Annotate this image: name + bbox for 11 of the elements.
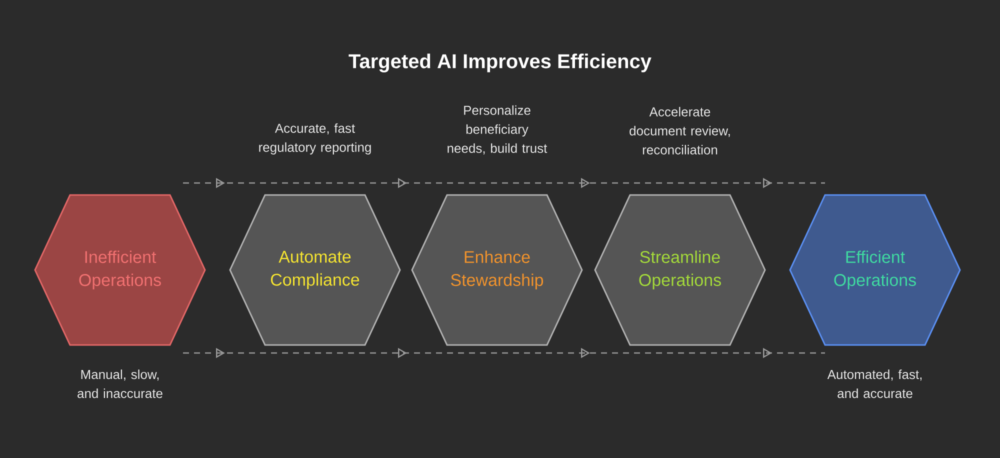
title: Targeted AI Improves Efficiency bbox=[348, 54, 652, 72]
hexagon: Inefficient Operations bbox=[34, 194, 206, 346]
annotation: Accurate, fast regulatory reporting bbox=[259, 123, 371, 154]
annotation: Accelerate document review, reconciliation bbox=[630, 106, 730, 154]
hexagon: Enhance Stewardship bbox=[411, 194, 583, 346]
hexagon: Automate Compliance bbox=[229, 194, 401, 346]
annotation: Personalize beneficiary needs, build trust bbox=[448, 105, 548, 154]
annotation: Manual, slow, and inaccurate bbox=[78, 370, 162, 398]
hexagon: Efficient Operations bbox=[789, 194, 961, 346]
annotation: Automated, fast, and accurate bbox=[827, 370, 922, 398]
hexagon: Streamline Operations bbox=[594, 194, 766, 346]
